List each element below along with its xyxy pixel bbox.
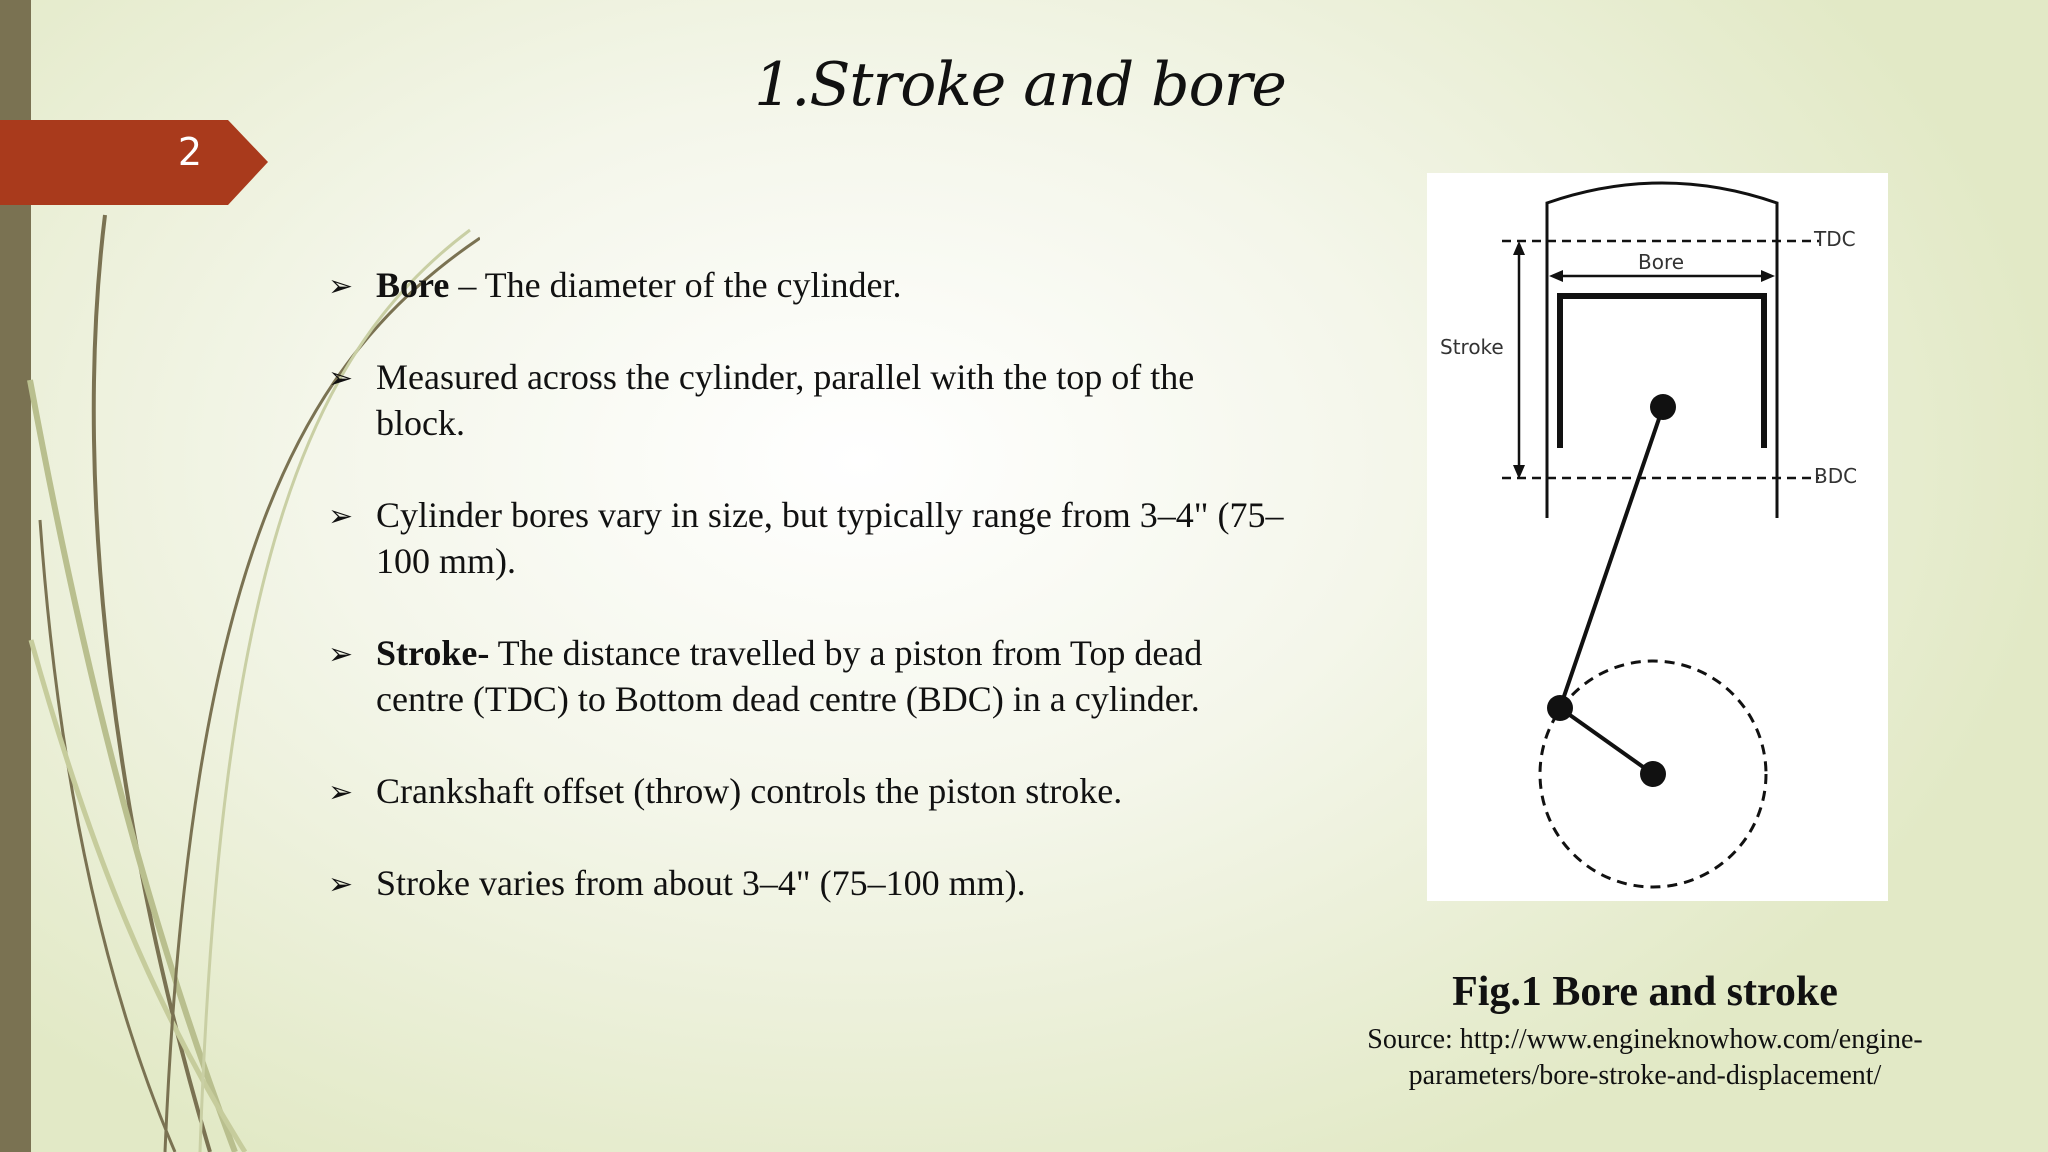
bore-stroke-diagram: TDC BDC Bore Stroke xyxy=(1427,173,1888,901)
arrow-bullet-icon: ➢ xyxy=(328,269,354,304)
figure-source: Source: http://www.engineknowhow.com/eng… xyxy=(1310,1022,1980,1094)
figure-caption: Fig.1 Bore and stroke xyxy=(1452,969,1838,1015)
bullet-item: ➢ Cylinder bores vary in size, but typica… xyxy=(328,492,1288,584)
bullet-text: – The diameter of the cylinder. xyxy=(449,265,902,305)
bdc-label: BDC xyxy=(1814,464,1858,488)
stroke-label: Stroke xyxy=(1440,335,1504,359)
decorative-curves xyxy=(27,214,480,1152)
bullet-text: The distance travelled by a piston from … xyxy=(376,633,1203,719)
arrow-bullet-icon: ➢ xyxy=(328,775,354,810)
bullet-bold-term: Bore xyxy=(376,265,450,305)
bore-label: Bore xyxy=(1638,250,1685,274)
bullet-item: ➢ Crankshaft offset (throw) controls the … xyxy=(328,768,1288,814)
figure-source-line: Source: http://www.engineknowhow.com/eng… xyxy=(1367,1024,1923,1055)
bullet-text: Stroke varies from about 3–4" (75–100 mm… xyxy=(376,863,1026,903)
bullet-item: ➢ Stroke- The distance travelled by a pis… xyxy=(328,630,1288,722)
arrow-bullet-icon: ➢ xyxy=(328,499,354,534)
figure-source-line: parameters/bore-stroke-and-displacement/ xyxy=(1408,1060,1882,1091)
bullet-list: ➢ Bore – The diameter of the cylinder. ➢… xyxy=(328,262,1288,952)
bullet-item: ➢ Bore – The diameter of the cylinder. xyxy=(328,262,1288,308)
page-number: 2 xyxy=(177,130,203,174)
tdc-label: TDC xyxy=(1814,227,1856,251)
page-number-tab xyxy=(0,120,268,205)
bullet-item: ➢ Stroke varies from about 3–4" (75–100 m… xyxy=(328,860,1288,906)
bullet-text: Crankshaft offset (throw) controls the p… xyxy=(376,771,1123,811)
arrow-bullet-icon: ➢ xyxy=(328,867,354,902)
bullet-bold-term: Stroke- xyxy=(376,633,490,673)
bullet-text: Measured across the cylinder, parallel w… xyxy=(376,357,1195,443)
bullet-text: Cylinder bores vary in size, but typical… xyxy=(376,495,1284,581)
arrow-bullet-icon: ➢ xyxy=(328,361,354,396)
bullet-item: ➢ Measured across the cylinder, parallel … xyxy=(328,354,1288,446)
arrow-bullet-icon: ➢ xyxy=(328,637,354,672)
slide-title: 1.Stroke and bore xyxy=(754,50,1287,120)
